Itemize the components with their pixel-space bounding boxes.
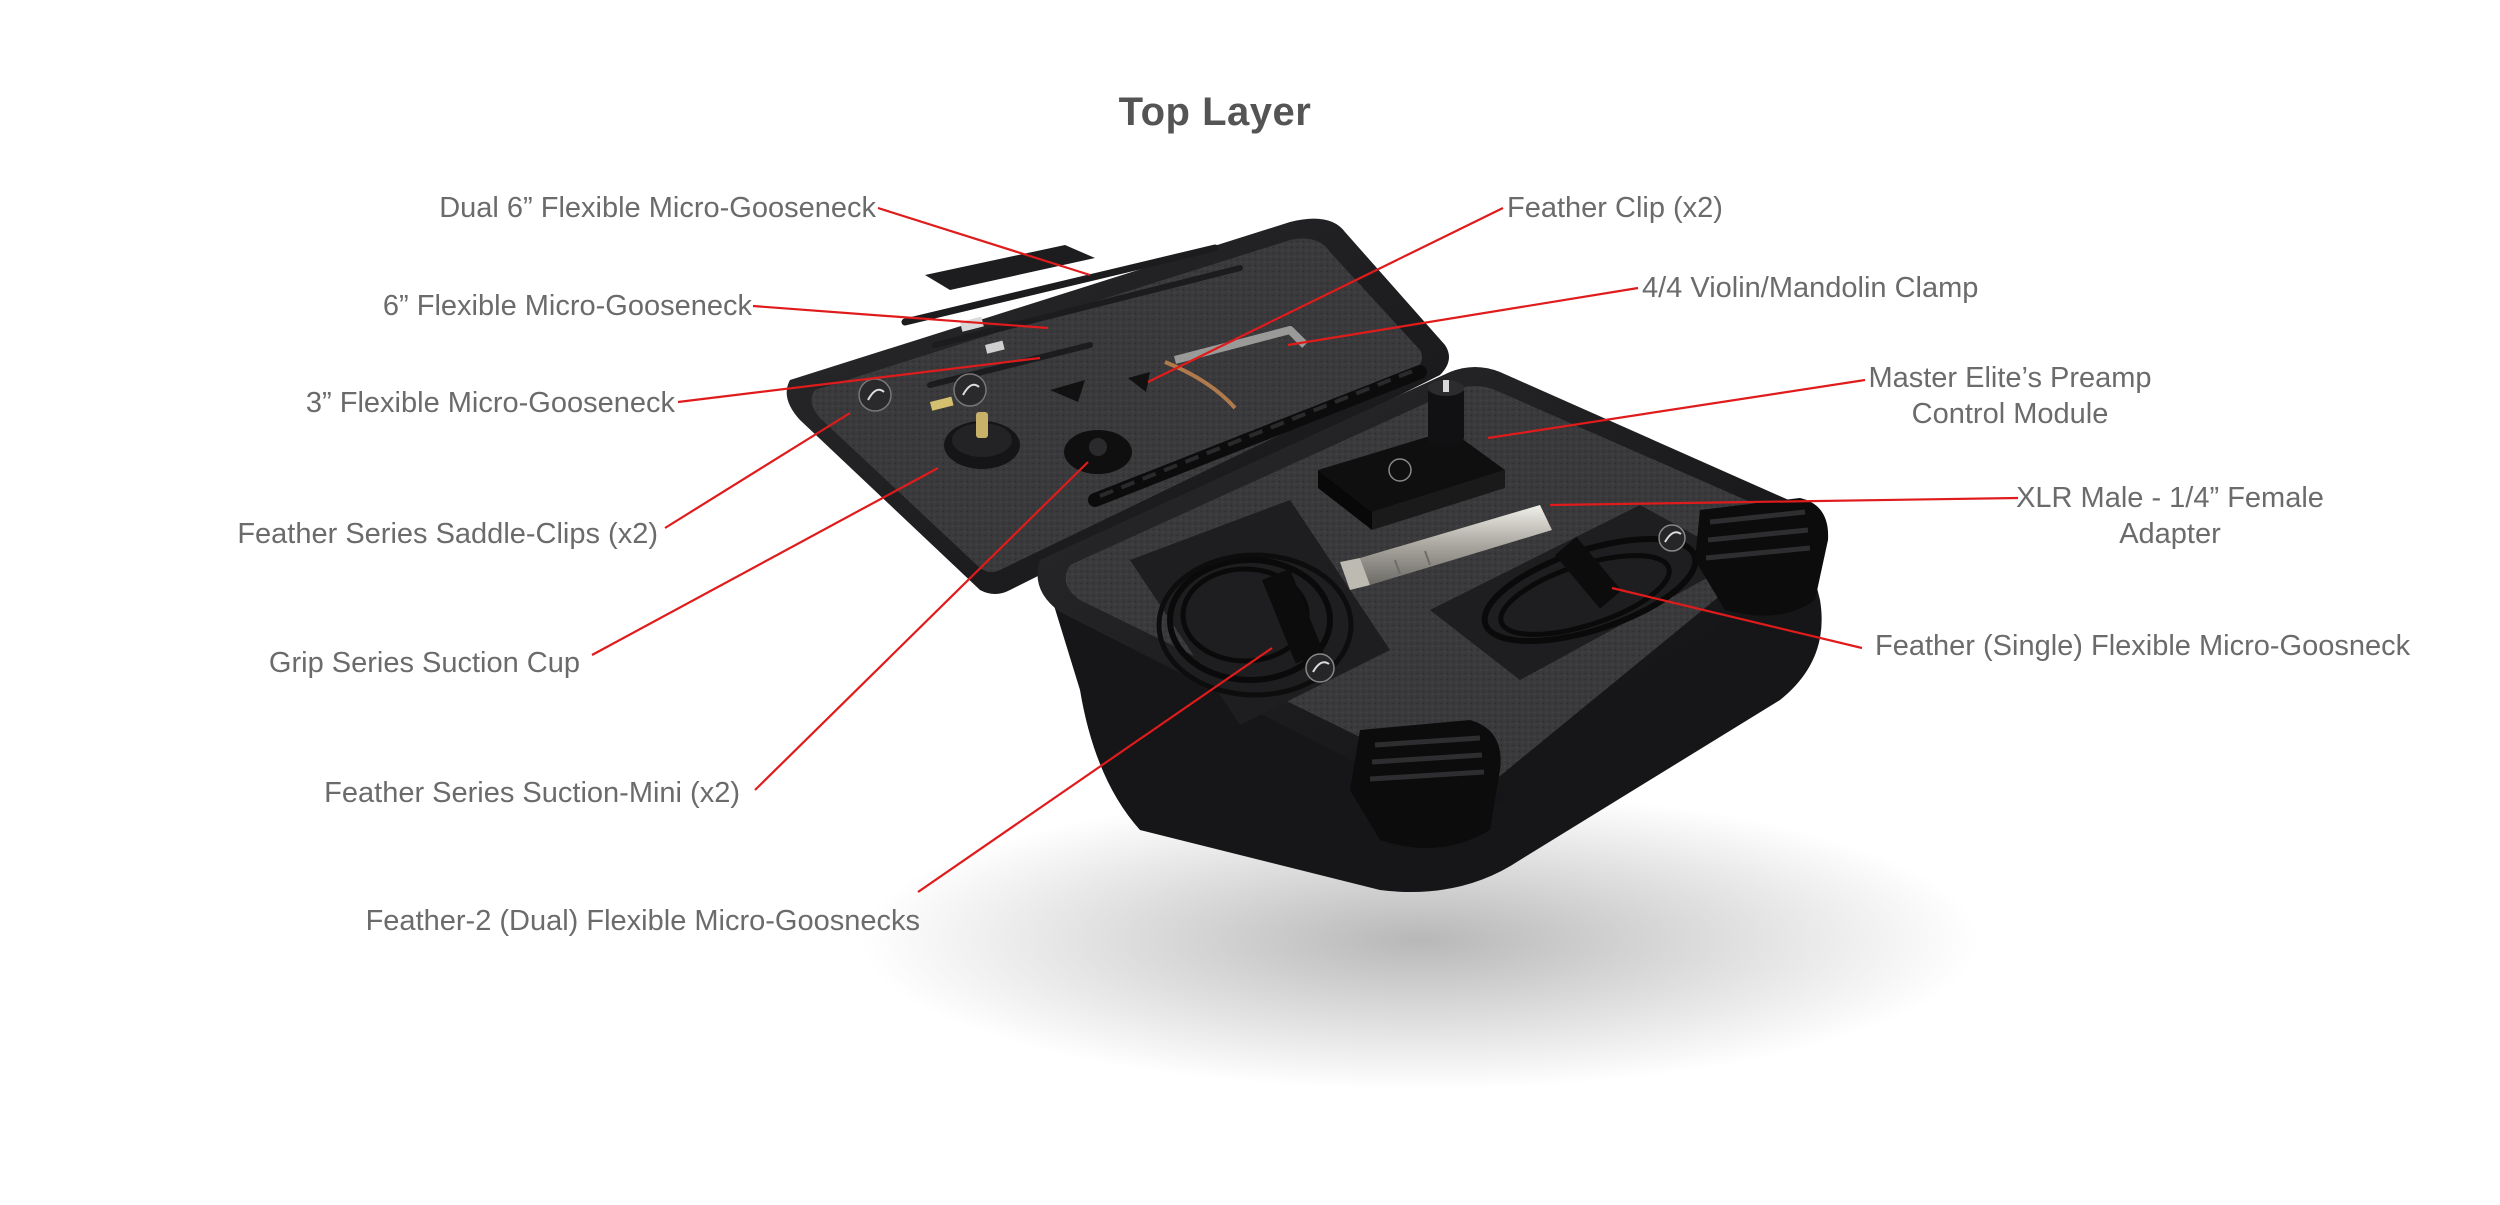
leader-feather2-dual: [917, 647, 1273, 893]
leader-six-gooseneck: [752, 304, 1049, 330]
label-saddle-clips: Feather Series Saddle-Clips (x2): [237, 518, 658, 550]
label-violin-clamp: 4/4 Violin/Mandolin Clamp: [1642, 272, 1979, 304]
label-xlr-line1: XLR Male - 1/4” Female: [2016, 482, 2324, 514]
leader-dual-6-gooseneck: [877, 206, 1091, 277]
label-three-gooseneck: 3” Flexible Micro-Gooseneck: [305, 387, 675, 419]
leader-suction-mini: [754, 461, 1089, 791]
leader-xlr: [1549, 496, 2019, 507]
leader-feather-single: [1611, 586, 1863, 650]
label-suction-cup: Grip Series Suction Cup: [268, 647, 580, 679]
leader-saddle-clips: [664, 412, 851, 529]
label-xlr-line2: Adapter: [2119, 518, 2221, 550]
leader-three-gooseneck: [677, 356, 1041, 404]
label-xlr: XLR Male - 1/4” Female Adapter: [2005, 480, 2335, 552]
case-shadow: [860, 790, 1980, 1090]
label-preamp-line1: Master Elite’s Preamp: [1868, 362, 2152, 394]
label-preamp: Master Elite’s Preamp Control Module: [1860, 360, 2160, 432]
label-feather-single: Feather (Single) Flexible Micro-Goosneck: [1875, 630, 2411, 662]
label-feather2-dual: Feather-2 (Dual) Flexible Micro-Goosneck…: [365, 905, 920, 937]
leader-suction-cup: [591, 467, 939, 656]
leader-preamp: [1487, 378, 1866, 440]
label-feather-clip: Feather Clip (x2): [1507, 192, 1723, 224]
page-title: Top Layer: [1118, 90, 1312, 134]
leader-lines: [591, 206, 2019, 893]
label-six-gooseneck: 6” Flexible Micro-Gooseneck: [382, 290, 752, 322]
label-dual-6-gooseneck: Dual 6” Flexible Micro-Gooseneck: [439, 192, 876, 224]
label-suction-mini: Feather Series Suction-Mini (x2): [324, 777, 740, 809]
leader-violin-clamp: [1287, 286, 1639, 347]
label-preamp-line2: Control Module: [1911, 398, 2109, 430]
case-base: [1037, 367, 1829, 892]
leader-feather-clip: [1147, 207, 1504, 383]
